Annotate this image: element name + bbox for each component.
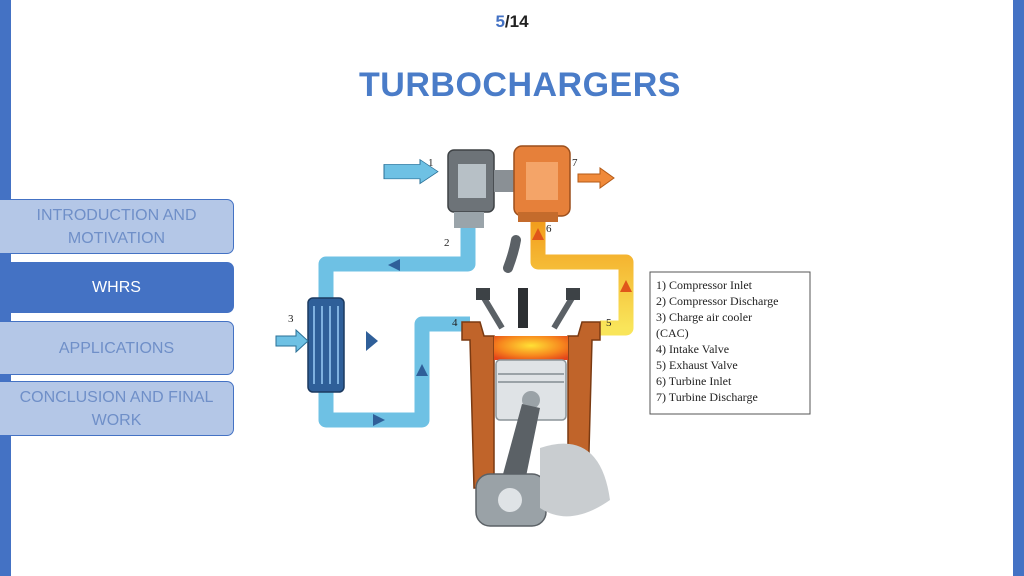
arrow-icon (416, 364, 428, 376)
arrow-icon (275, 328, 309, 354)
legend-item: (CAC) (656, 326, 689, 340)
legend-item: 7) Turbine Discharge (656, 390, 758, 404)
nav-item-whrs[interactable]: WHRS (0, 262, 234, 313)
arrow-icon (532, 228, 544, 240)
turbocharger-unit (447, 145, 571, 228)
legend-item: 5) Exhaust Valve (656, 358, 738, 372)
turbocharger-diagram: 1 2 3 4 5 6 7 1) Compressor Inlet 2) Com… (275, 145, 811, 527)
slide-counter: 5/14 (0, 12, 1024, 32)
current-slide-number: 5 (495, 12, 505, 31)
legend-item: 4) Intake Valve (656, 342, 729, 356)
nav-item-label: WHRS (92, 279, 141, 296)
arrow-icon (577, 167, 615, 189)
nav-item-conclusion[interactable]: CONCLUSION AND FINAL WORK (0, 381, 234, 436)
arrow-icon (366, 331, 378, 351)
diagram-legend: 1) Compressor Inlet 2) Compressor Discha… (649, 271, 811, 415)
total-slides: /14 (504, 12, 529, 31)
nav-item-label: INTRODUCTION AND MOTIVATION (36, 206, 197, 247)
callout-label: 4 (452, 317, 458, 329)
callout-label: 6 (546, 223, 552, 235)
nav-item-introduction[interactable]: INTRODUCTION AND MOTIVATION (0, 199, 234, 254)
legend-item: 2) Compressor Discharge (656, 294, 778, 308)
callout-label: 1 (428, 157, 434, 169)
legend-item: 3) Charge air cooler (656, 310, 752, 324)
arrow-icon (388, 259, 400, 271)
arrow-icon (383, 158, 439, 185)
nav-item-label: CONCLUSION AND FINAL WORK (19, 388, 214, 429)
arrow-icon (620, 280, 632, 292)
nav-item-label: APPLICATIONS (58, 339, 175, 357)
arrow-icon (373, 414, 385, 426)
nav-item-applications[interactable]: APPLICATIONS (0, 321, 234, 375)
legend-item: 1) Compressor Inlet (656, 278, 753, 292)
right-border-bar (1013, 0, 1024, 576)
engine-cylinder (461, 235, 610, 527)
callout-label: 5 (606, 317, 612, 329)
hot-exhaust-duct (530, 218, 634, 336)
callout-label: 2 (444, 237, 450, 249)
callout-label: 3 (288, 313, 294, 325)
legend-item: 6) Turbine Inlet (656, 374, 732, 388)
cold-air-duct (318, 228, 476, 428)
slide-title: TURBOCHARGERS (359, 66, 681, 104)
callout-label: 7 (572, 157, 578, 169)
charge-air-cooler (307, 297, 345, 393)
